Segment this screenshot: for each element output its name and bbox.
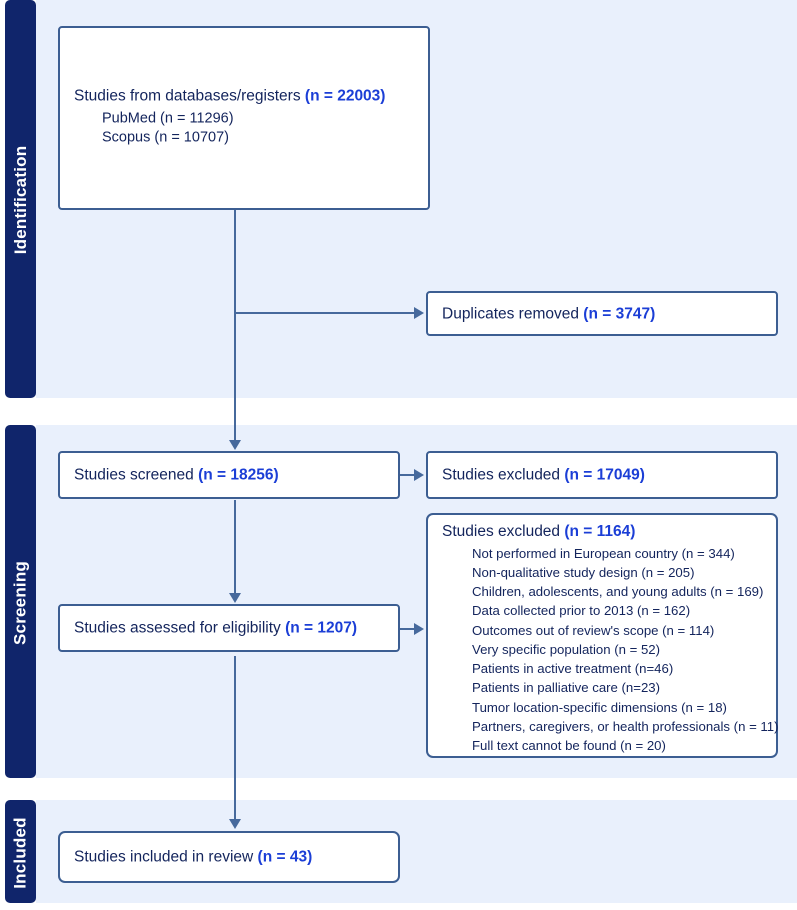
phase-tab-screening: Screening bbox=[5, 425, 36, 778]
records-identified-source-scopus: Scopus (n = 10707) bbox=[102, 129, 229, 146]
arrowhead-to-studies-screened bbox=[229, 440, 241, 450]
arrowhead-to-studies-excluded-eligibility bbox=[414, 623, 424, 635]
arrowhead-to-duplicates-removed bbox=[414, 307, 424, 319]
exclusion-reason: Not performed in European country (n = 3… bbox=[472, 545, 735, 561]
arrowhead-to-studies-excluded-screening bbox=[414, 469, 424, 481]
exclusion-reason: Non-qualitative study design (n = 205) bbox=[472, 564, 695, 580]
studies-included-count: (n = 43) bbox=[257, 848, 313, 866]
studies-assessed-title-line: Studies assessed for eligibility (n = 12… bbox=[74, 619, 358, 637]
connector-screened-to-assessed bbox=[234, 500, 236, 595]
box-records-identified[interactable]: Studies from databases/registers (n = 22… bbox=[58, 26, 430, 210]
box-studies-excluded-eligibility[interactable]: Studies excluded (n = 1164) Not performe… bbox=[426, 513, 779, 758]
phase-label-included: Included bbox=[10, 817, 30, 889]
phase-label-screening: Screening bbox=[10, 561, 30, 645]
exclusion-reason: Very specific population (n = 52) bbox=[472, 641, 661, 657]
phase-tab-included: Included bbox=[5, 800, 36, 903]
exclusion-reason: Outcomes out of review's scope (n = 114) bbox=[472, 622, 715, 638]
box-duplicates-removed-content: Duplicates removed (n = 3747) bbox=[442, 306, 768, 322]
connector-to-duplicates-removed bbox=[234, 312, 416, 314]
exclusion-reason: Tumor location-specific dimensions (n = … bbox=[472, 699, 727, 715]
studies-excluded-eligibility-count: (n = 1164) bbox=[564, 523, 636, 540]
records-identified-title-line: Studies from databases/registers (n = 22… bbox=[74, 87, 386, 105]
connector-assessed-to-included bbox=[234, 656, 236, 821]
connector-identified-to-screened bbox=[234, 210, 236, 442]
box-records-identified-content: Studies from databases/registers (n = 22… bbox=[74, 88, 420, 147]
exclusion-reason: Data collected prior to 2013 (n = 162) bbox=[472, 603, 691, 619]
box-studies-assessed-eligibility[interactable]: Studies assessed for eligibility (n = 12… bbox=[58, 604, 400, 652]
studies-included-title-line: Studies included in review (n = 43) bbox=[74, 848, 313, 866]
arrowhead-to-studies-included bbox=[229, 819, 241, 829]
records-identified-count: (n = 22003) bbox=[304, 87, 386, 105]
box-studies-assessed-eligibility-content: Studies assessed for eligibility (n = 12… bbox=[74, 620, 390, 636]
exclusion-reason: Full text cannot be found (n = 20) bbox=[472, 738, 666, 754]
exclusion-reason: Patients in active treatment (n=46) bbox=[472, 661, 674, 677]
phase-tab-identification: Identification bbox=[5, 0, 36, 398]
studies-excluded-screening-count: (n = 17049) bbox=[564, 466, 645, 484]
box-studies-included-content: Studies included in review (n = 43) bbox=[74, 849, 390, 865]
box-studies-excluded-screening[interactable]: Studies excluded (n = 17049) bbox=[426, 451, 778, 499]
phase-label-identification: Identification bbox=[10, 145, 30, 255]
box-duplicates-removed[interactable]: Duplicates removed (n = 3747) bbox=[426, 291, 778, 336]
box-studies-included[interactable]: Studies included in review (n = 43) bbox=[58, 831, 400, 883]
studies-assessed-count: (n = 1207) bbox=[285, 619, 358, 637]
arrowhead-to-studies-assessed bbox=[229, 593, 241, 603]
studies-excluded-screening-title-line: Studies excluded (n = 17049) bbox=[442, 466, 645, 484]
box-studies-screened-content: Studies screened (n = 18256) bbox=[74, 467, 390, 483]
exclusion-reason: Children, adolescents, and young adults … bbox=[472, 584, 764, 600]
exclusion-reason: Patients in palliative care (n=23) bbox=[472, 680, 661, 696]
records-identified-source-pubmed: PubMed (n = 11296) bbox=[102, 109, 234, 126]
studies-excluded-eligibility-title-line: Studies excluded (n = 1164) bbox=[442, 523, 636, 540]
studies-screened-count: (n = 18256) bbox=[198, 466, 279, 484]
exclusion-reason: Partners, caregivers, or health professi… bbox=[472, 718, 779, 734]
duplicates-removed-title-line: Duplicates removed (n = 3747) bbox=[442, 304, 656, 322]
box-studies-excluded-eligibility-content: Studies excluded (n = 1164) Not performe… bbox=[442, 523, 779, 755]
connector-screened-to-excluded bbox=[400, 474, 416, 476]
connector-assessed-to-excluded bbox=[400, 628, 416, 630]
studies-screened-title-line: Studies screened (n = 18256) bbox=[74, 466, 279, 484]
box-studies-screened[interactable]: Studies screened (n = 18256) bbox=[58, 451, 400, 499]
box-studies-excluded-screening-content: Studies excluded (n = 17049) bbox=[442, 467, 768, 483]
duplicates-removed-count: (n = 3747) bbox=[583, 304, 656, 322]
